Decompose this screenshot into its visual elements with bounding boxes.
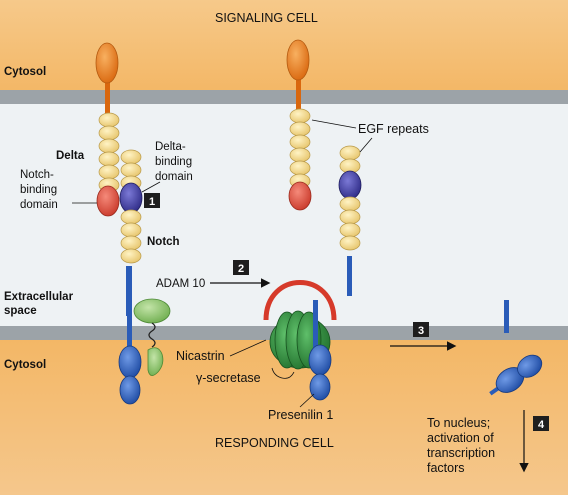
responding-cell-label: RESPONDING CELL <box>215 436 334 450</box>
egf-repeats-label: EGF repeats <box>358 122 429 136</box>
egf-pointer-1 <box>311 119 357 129</box>
adam10-protease <box>133 298 171 376</box>
svg-text:4: 4 <box>538 419 545 431</box>
notch-binding-domain-shape <box>96 185 120 217</box>
notch-extracellular-fragment <box>338 145 362 296</box>
notch-binding-label-2: binding <box>20 184 57 196</box>
notch-receptor-bound <box>118 149 143 405</box>
delta-protein-free <box>286 39 312 211</box>
notch-binding-label-3: domain <box>20 199 58 211</box>
gamma-secretase-complex <box>263 280 337 401</box>
egf-pointer-2 <box>359 137 373 153</box>
presenilin-1-shape <box>308 344 332 376</box>
signaling-cell-cytosol <box>0 0 568 92</box>
cytosol-bottom-label: Cytosol <box>4 359 46 371</box>
step-1-badge: 1 <box>144 193 160 208</box>
signaling-cell-label: SIGNALING CELL <box>215 11 318 25</box>
step-3-indicator: 3 <box>390 322 457 351</box>
delta-protein <box>95 42 120 217</box>
gamma-secretase-label: γ-secretase <box>196 371 261 385</box>
nucleus-label-2: activation of <box>427 431 494 445</box>
delta-binding-domain-shape <box>119 182 143 214</box>
nucleus-label-4: factors <box>427 461 465 475</box>
extracellular-label-line2: space <box>4 305 37 317</box>
delta-binding-label-3: domain <box>155 171 193 183</box>
svg-text:1: 1 <box>149 196 155 208</box>
svg-text:2: 2 <box>238 263 244 275</box>
nicastrin-pointer <box>229 339 267 357</box>
presenilin-label: Presenilin 1 <box>268 408 333 422</box>
extracellular-label-line1: Extracellular <box>4 291 74 303</box>
svg-text:3: 3 <box>418 325 424 337</box>
signaling-cell-membrane <box>0 90 568 104</box>
adam10-label: ADAM 10 <box>156 278 205 290</box>
presenilin-pointer <box>299 393 315 408</box>
notch-binding-label-1: Notch- <box>20 169 54 181</box>
cleaved-notch-stub <box>504 300 509 333</box>
delta-label: Delta <box>56 150 85 162</box>
notch-intracellular-domain <box>489 354 543 396</box>
gamma-secretase-bracket <box>271 367 295 379</box>
nicastrin-label: Nicastrin <box>176 349 225 363</box>
delta-binding-label-2: binding <box>155 156 192 168</box>
notch-label: Notch <box>147 236 180 248</box>
nucleus-label-3: transcription <box>427 446 495 460</box>
delta-binding-pointer <box>141 181 161 193</box>
extracellular-space <box>0 104 568 328</box>
nucleus-label-1: To nucleus; <box>427 416 490 430</box>
delta-binding-label-1: Delta- <box>155 141 186 153</box>
cytosol-top-label: Cytosol <box>4 66 46 78</box>
step-4-indicator: 4 <box>519 410 549 473</box>
nicastrin-arc <box>263 280 337 321</box>
step-2-indicator: 2 <box>210 260 271 288</box>
